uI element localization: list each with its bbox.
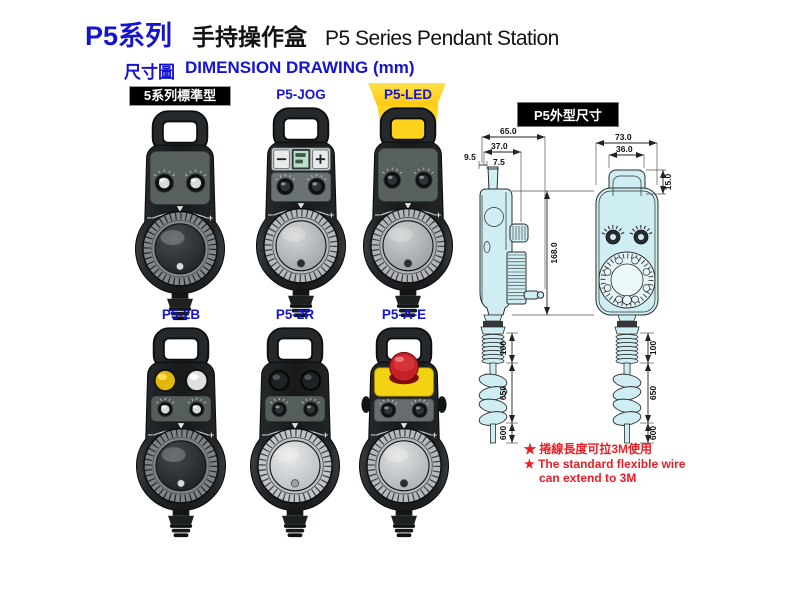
dim-cable-coil-right: 650 (648, 386, 658, 400)
model-label-ae: P5-A-E (381, 307, 427, 322)
pendant-image-ae: −+ (359, 327, 449, 538)
subtitle-english: DIMENSION DRAWING (mm) (185, 58, 415, 77)
svg-text:−: − (268, 210, 274, 220)
pendant-image-led: −+ (363, 105, 453, 318)
dim-front-handle-width: 36.0 (616, 144, 633, 154)
model-label-2r: P5-2R (275, 307, 315, 322)
product-card-ae: P5-A-E −+ (339, 306, 469, 538)
product-card-2r: P5-2R −+ (230, 306, 360, 538)
dim-body-height: 168.0 (549, 242, 559, 264)
model-label-2b: P5-2B (161, 307, 201, 322)
model-label-jog: P5-JOG (276, 87, 326, 102)
front-cable (612, 314, 642, 444)
model-label-standard: 5系列標準型 (128, 86, 232, 106)
note-english-line1: ★ The standard flexible wire (524, 456, 686, 471)
product-card-standard: 5系列標準型 −+ (115, 86, 245, 321)
front-view (595, 169, 659, 444)
subtitle-chinese: 尺寸圖 (124, 63, 175, 82)
pendant-image-standard: −+ (135, 110, 225, 321)
dim-cable-tail-right: 600 (648, 426, 658, 440)
svg-text:−: − (147, 213, 153, 223)
dimension-lines: 65.0 37.0 9.5 7.5 168.0 73.0 36.0 15.0 1… (464, 126, 673, 443)
product-card-led: P5-LED −+ (343, 83, 473, 318)
product-card-jog: P5-JOG −+ (236, 86, 366, 318)
svg-text:+: + (432, 430, 438, 440)
dim-cable-coil-left: 650 (498, 386, 508, 400)
front-wheel-holes (603, 256, 651, 304)
svg-text:+: + (208, 213, 214, 223)
svg-text:−: − (148, 430, 154, 440)
pendant-image-2b: −+ (136, 327, 226, 538)
pendant-image-2r: −+ (250, 327, 340, 538)
section-subtitle: 尺寸圖 DIMENSION DRAWING (mm) (124, 58, 415, 83)
svg-text:+: + (436, 210, 442, 220)
dim-front-handle-height: 15.0 (663, 173, 673, 190)
dim-side-stem: 7.5 (493, 157, 505, 167)
dim-cable-spring-right: 100 (648, 341, 658, 355)
dim-cable-spring-left: 100 (498, 341, 508, 355)
svg-text:+: + (323, 430, 329, 440)
dim-front-overall: 73.0 (615, 132, 632, 142)
series-title: P5系列 (85, 21, 173, 51)
note-chinese: ★ 捲線長度可拉3M使用 (524, 442, 653, 456)
dim-side-overall: 65.0 (500, 126, 517, 136)
page-header: P5系列 手持操作盒 P5 Series Pendant Station (85, 14, 559, 53)
title-english: P5 Series Pendant Station (325, 27, 559, 50)
footnotes: ★ 捲線長度可拉3M使用 ★ The standard flexible wir… (524, 442, 685, 486)
product-card-2b: P5-2B −+ (116, 306, 246, 538)
dim-side-offset: 9.5 (464, 152, 476, 162)
dim-cable-tail-left: 600 (498, 426, 508, 440)
side-cable (478, 314, 508, 444)
side-knob-knurl (512, 226, 526, 240)
dimension-drawing: 65.0 37.0 9.5 7.5 168.0 73.0 36.0 15.0 1… (464, 126, 673, 444)
note-english-line2: can extend to 3M (539, 471, 637, 485)
dim-side-upper: 37.0 (491, 141, 508, 151)
svg-text:−: − (262, 430, 268, 440)
svg-text:+: + (209, 430, 215, 440)
model-label-led: P5-LED (383, 87, 432, 102)
svg-text:+: + (329, 210, 335, 220)
side-wheel-ribs (508, 254, 525, 300)
front-knobs (601, 224, 653, 245)
svg-text:−: − (371, 430, 377, 440)
dimension-panel-title: P5外型尺寸 (517, 102, 619, 127)
svg-text:−: − (375, 210, 381, 220)
side-view (478, 166, 545, 444)
title-chinese: 手持操作盒 (192, 24, 308, 50)
pendant-image-jog: −+ (256, 107, 346, 318)
